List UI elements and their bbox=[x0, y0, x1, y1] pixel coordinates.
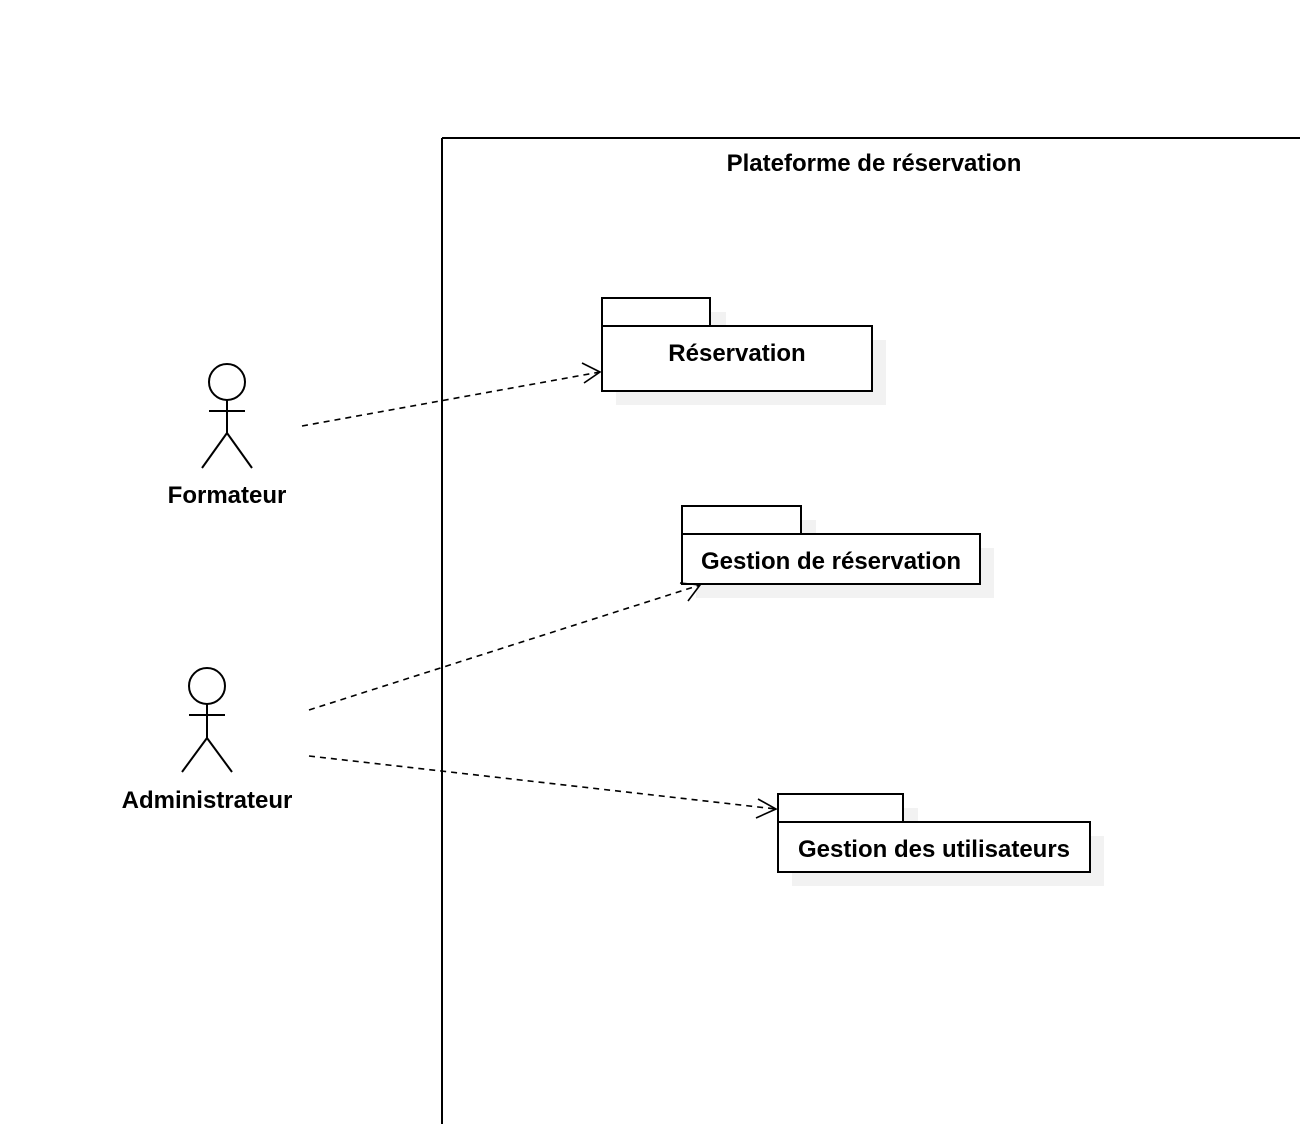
actor-administrateur[interactable]: Administrateur bbox=[122, 667, 293, 814]
open-arrow-icon bbox=[679, 582, 702, 602]
actor-formateur[interactable]: Formateur bbox=[168, 363, 287, 509]
dependency-line bbox=[308, 584, 701, 711]
open-arrow-icon bbox=[581, 362, 602, 384]
dependency-administrateur-gestion-reservation[interactable] bbox=[308, 582, 702, 711]
package-gestion-utilisateurs[interactable]: Gestion des utilisateurs bbox=[777, 793, 1104, 886]
package-body bbox=[601, 325, 873, 392]
package-body bbox=[777, 821, 1091, 873]
package-gestion-reservation[interactable]: Gestion de réservation bbox=[681, 505, 994, 598]
actor-stick-figure-icon bbox=[201, 363, 253, 469]
package-body bbox=[681, 533, 981, 585]
package-tab bbox=[601, 297, 711, 327]
actor-stick-figure-icon bbox=[181, 667, 233, 773]
system-title: Plateforme de réservation bbox=[727, 150, 1022, 177]
package-reservation[interactable]: Réservation bbox=[601, 297, 886, 405]
actor-label: Administrateur bbox=[122, 787, 293, 814]
package-tab bbox=[681, 505, 802, 535]
package-label: Gestion de réservation bbox=[701, 548, 961, 575]
package-label: Réservation bbox=[668, 340, 805, 367]
package-tab bbox=[777, 793, 904, 823]
open-arrow-icon bbox=[755, 798, 778, 819]
package-label: Gestion des utilisateurs bbox=[798, 836, 1070, 863]
system-boundary[interactable]: Plateforme de réservation bbox=[441, 137, 1300, 1124]
dependency-line bbox=[301, 371, 601, 427]
dependency-administrateur-gestion-utilisateurs[interactable] bbox=[308, 755, 778, 819]
actor-label: Formateur bbox=[168, 482, 287, 509]
dependency-formateur-reservation[interactable] bbox=[301, 362, 602, 427]
dependency-line bbox=[308, 755, 777, 810]
